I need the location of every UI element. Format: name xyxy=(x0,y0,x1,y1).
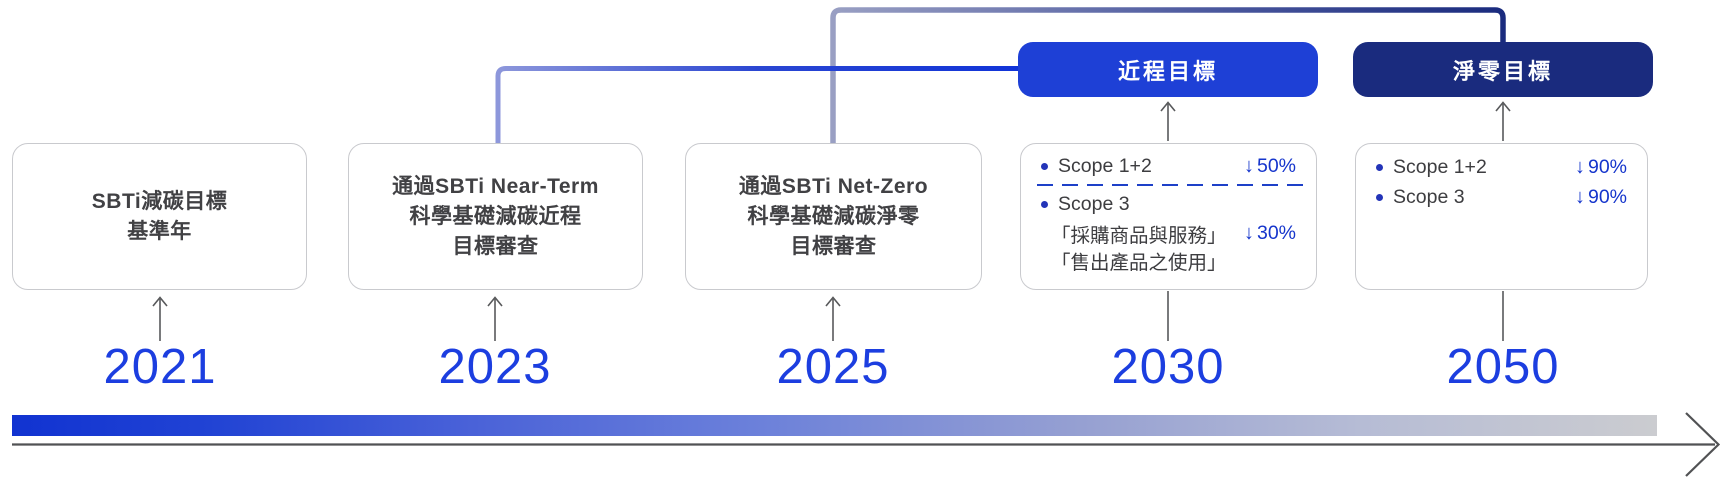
box-text-line: 目標審查 xyxy=(790,234,877,258)
bullet-icon xyxy=(1041,200,1048,208)
box-text-line: 通過SBTi Near-Term xyxy=(392,174,599,198)
net-zero-connector-line xyxy=(830,7,1506,146)
reduction-value: ↓ 90% xyxy=(1575,156,1627,179)
year-label-2023: 2023 xyxy=(438,340,552,394)
net-zero-pill: 淨零目標 xyxy=(1353,42,1653,97)
timeline-axis xyxy=(12,412,1721,477)
year-arrow-2021 xyxy=(152,296,168,341)
down-arrow-icon: ↓ xyxy=(1574,155,1585,178)
near-term-pill-label: 近程目標 xyxy=(1117,58,1218,84)
reduction-value: ↓ 90% xyxy=(1575,186,1627,209)
year-arrow-2025 xyxy=(825,296,841,341)
scope-label: Scope 3 xyxy=(1041,193,1130,216)
scope-row-scope12: Scope 1+2 ↓ 90% xyxy=(1356,155,1647,179)
milestone-box-2021: SBTi減碳目標 基準年 xyxy=(12,143,307,290)
reduction-percent: 50% xyxy=(1256,154,1296,177)
bullet-icon xyxy=(1376,193,1383,201)
scope-label: Scope 3 xyxy=(1376,186,1465,209)
near-term-pill: 近程目標 xyxy=(1018,42,1318,97)
scope3-category: 「售出產品之使用」 xyxy=(1051,251,1227,274)
scope-label-text: Scope 1+2 xyxy=(1393,155,1487,178)
scope-label-text: Scope 3 xyxy=(1393,185,1465,208)
scope3-category: 「採購商品與服務」 xyxy=(1051,224,1227,247)
bullet-icon xyxy=(1376,163,1383,171)
scope3-sub-row: 「採購商品與服務」 ↓ 30% xyxy=(1021,221,1316,247)
box-text-line: 科學基礎減碳淨零 xyxy=(747,204,920,228)
scope-label-text: Scope 1+2 xyxy=(1058,154,1152,177)
down-arrow-icon: ↓ xyxy=(1243,221,1254,244)
box-text-line: 基準年 xyxy=(127,219,192,243)
timeline-gradient-bar xyxy=(12,415,1657,436)
reduction-percent: 90% xyxy=(1587,155,1627,178)
down-arrow-icon: ↓ xyxy=(1574,185,1585,208)
dashed-separator xyxy=(1037,184,1308,187)
box-text-line: 目標審查 xyxy=(452,234,539,258)
year-label-2030: 2030 xyxy=(1111,340,1225,394)
year-arrow-2023 xyxy=(487,296,503,341)
net-zero-pill-label: 淨零目標 xyxy=(1452,58,1553,84)
box-text-line: SBTi減碳目標 xyxy=(91,189,228,213)
reduction-value: ↓ 50% xyxy=(1244,155,1296,178)
reduction-value: ↓ 30% xyxy=(1244,222,1296,245)
pill-arrow-near-term xyxy=(1160,101,1176,141)
milestone-box-2023: 通過SBTi Near-Term 科學基礎減碳近程 目標審查 xyxy=(348,143,643,290)
milestone-box-2023-text: 通過SBTi Near-Term 科學基礎減碳近程 目標審查 xyxy=(349,144,642,289)
scope3-sub-row: 「售出產品之使用」 xyxy=(1021,248,1316,274)
bullet-icon xyxy=(1041,162,1048,170)
timeline-axis-arrowhead xyxy=(1685,412,1721,477)
milestone-box-2025: 通過SBTi Net-Zero 科學基礎減碳淨零 目標審查 xyxy=(685,143,982,290)
scope-label: Scope 1+2 xyxy=(1041,155,1152,178)
scope-row-scope3: Scope 3 xyxy=(1021,192,1316,216)
year-label-2050: 2050 xyxy=(1446,340,1560,394)
down-arrow-icon: ↓ xyxy=(1243,154,1254,177)
reduction-percent: 90% xyxy=(1587,185,1627,208)
milestone-box-2025-text: 通過SBTi Net-Zero 科學基礎減碳淨零 目標審查 xyxy=(686,144,981,289)
milestone-box-2050: Scope 1+2 ↓ 90% Scope 3 ↓ 90% xyxy=(1355,143,1648,290)
year-label-2021: 2021 xyxy=(103,340,217,394)
year-label-2025: 2025 xyxy=(776,340,890,394)
scope-label-text: Scope 3 xyxy=(1058,192,1130,215)
box-text-line: 科學基礎減碳近程 xyxy=(409,204,582,228)
scope-label: Scope 1+2 xyxy=(1376,156,1487,179)
scope-row-scope12: Scope 1+2 ↓ 50% xyxy=(1021,154,1316,178)
scope-row-scope3: Scope 3 ↓ 90% xyxy=(1356,185,1647,209)
reduction-percent: 30% xyxy=(1256,221,1296,244)
pill-arrow-net-zero xyxy=(1495,101,1511,141)
box-text-line: 通過SBTi Net-Zero xyxy=(738,174,929,198)
milestone-box-2021-text: SBTi減碳目標 基準年 xyxy=(13,144,306,289)
near-term-connector-line xyxy=(495,66,1020,146)
milestone-box-2030: Scope 1+2 ↓ 50% Scope 3 「採購商品與服務」 ↓ 30% … xyxy=(1020,143,1317,290)
